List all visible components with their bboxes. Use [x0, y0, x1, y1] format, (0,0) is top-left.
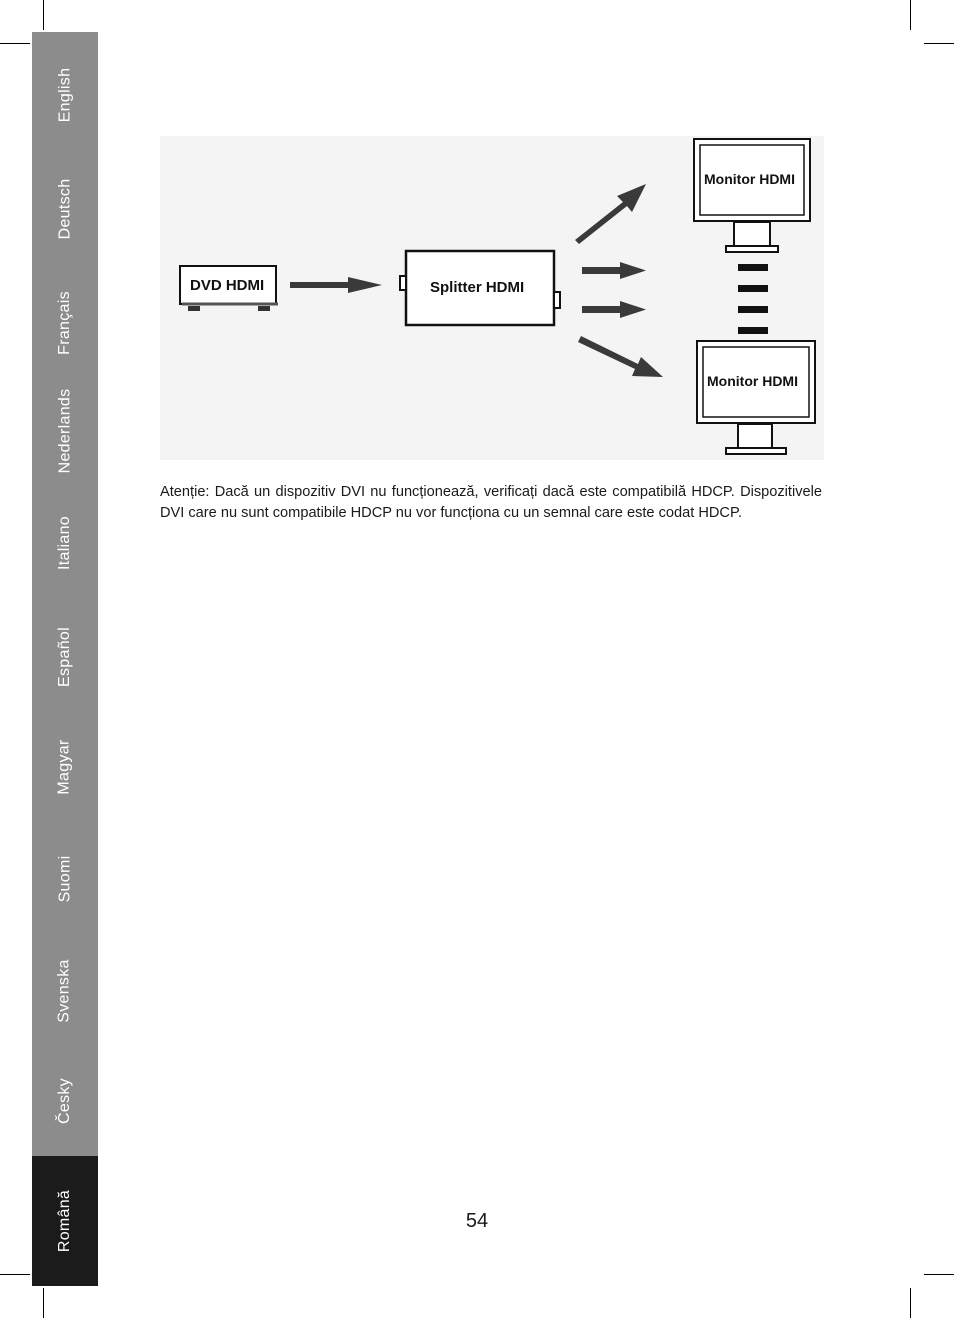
language-label: Svenska	[56, 959, 73, 1023]
crop-mark	[924, 43, 954, 44]
page-number: 54	[465, 1210, 489, 1232]
language-label: Nederlands	[56, 388, 74, 474]
crop-mark	[0, 43, 30, 44]
crop-mark	[43, 0, 44, 30]
dvd-label: DVD HDMI	[190, 277, 265, 294]
crop-mark	[910, 1288, 911, 1318]
language-tab-deutsch[interactable]: Deutsch	[32, 146, 98, 272]
language-tab-espanol[interactable]: Español	[32, 594, 98, 720]
language-label: Română	[56, 1189, 73, 1253]
language-label: English	[55, 67, 73, 123]
dashed-connector	[738, 264, 768, 334]
crop-mark	[910, 0, 911, 30]
crop-mark	[43, 1288, 44, 1318]
diagram-graphic	[179, 138, 816, 455]
language-label: Suomi	[55, 855, 73, 903]
language-label: Magyar	[56, 739, 73, 795]
arrow-up-right-icon	[575, 184, 646, 244]
monitor-top-label: Monitor HDMI	[704, 171, 795, 187]
dvd-player-icon	[179, 265, 278, 311]
hdcp-note: Atenție: Dacă un dispozitiv DVI nu funcț…	[160, 484, 822, 521]
arrow-right-icon	[582, 301, 646, 318]
language-label: Italiano	[56, 516, 73, 570]
language-label: Deutsch	[55, 178, 73, 240]
splitter-label: Splitter HDMI	[430, 279, 525, 296]
crop-mark	[924, 1274, 954, 1275]
language-tab-english[interactable]: English	[32, 32, 98, 158]
connection-diagram: DVD HDMI Splitter HDMI Monitor HDMI Moni…	[160, 136, 824, 460]
language-label: Français	[55, 291, 73, 355]
arrow-right-icon	[290, 277, 382, 293]
language-tab-cesky[interactable]: Česky	[32, 1038, 98, 1164]
language-tab-suomi[interactable]: Suomi	[32, 816, 98, 942]
arrow-down-right-icon	[578, 336, 663, 377]
language-tab-svenska[interactable]: Svenska	[32, 928, 98, 1054]
splitter-icon	[399, 249, 561, 327]
language-label: Español	[55, 627, 73, 687]
monitor-bottom-label: Monitor HDMI	[707, 373, 798, 389]
language-tab-italiano[interactable]: Italiano	[32, 480, 98, 606]
arrow-right-icon	[582, 262, 646, 279]
language-sidebar: English Deutsch Français Nederlands Ital…	[32, 32, 98, 1286]
language-tab-nederlands[interactable]: Nederlands	[32, 368, 98, 494]
language-label: Česky	[55, 1078, 73, 1124]
crop-mark	[0, 1274, 30, 1275]
monitor-icon	[693, 138, 811, 253]
language-tab-magyar[interactable]: Magyar	[32, 704, 98, 830]
monitor-icon	[696, 340, 816, 455]
language-tab-romana[interactable]: Română	[32, 1156, 98, 1286]
